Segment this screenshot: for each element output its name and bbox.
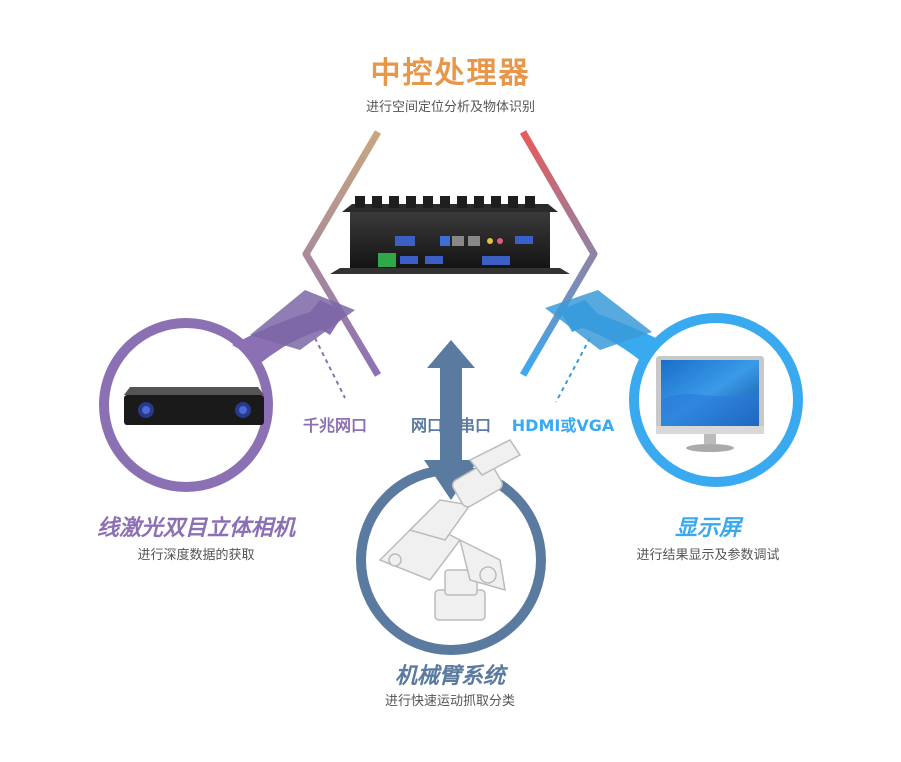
arm-title: 机械臂系统 xyxy=(394,664,505,689)
camera-node-shape xyxy=(99,290,355,492)
camera-title: 线激光双目立体相机 xyxy=(96,516,295,541)
display-link-label: HDMI或VGA xyxy=(511,416,615,435)
camera-subtitle: 进行深度数据的获取 xyxy=(137,548,255,563)
processor-title: 中控处理器 xyxy=(370,56,531,91)
processor-subtitle: 进行空间定位分析及物体识别 xyxy=(365,100,535,115)
monitor-icon xyxy=(656,356,764,452)
robot-arm-icon xyxy=(378,439,522,621)
industrial-pc-icon xyxy=(330,196,570,274)
stereo-camera-icon xyxy=(124,387,264,425)
display-dashed-link xyxy=(555,337,591,403)
display-node-shape xyxy=(545,290,803,487)
camera-link-label: 千兆网口 xyxy=(302,416,367,435)
display-title: 显示屏 xyxy=(674,516,741,541)
arm-subtitle: 进行快速运动抓取分类 xyxy=(384,694,515,709)
display-subtitle: 进行结果显示及参数调试 xyxy=(636,548,780,563)
camera-dashed-link xyxy=(314,337,346,399)
arm-node-shape xyxy=(356,340,546,655)
arm-link-label: 网口或串口 xyxy=(410,416,491,435)
